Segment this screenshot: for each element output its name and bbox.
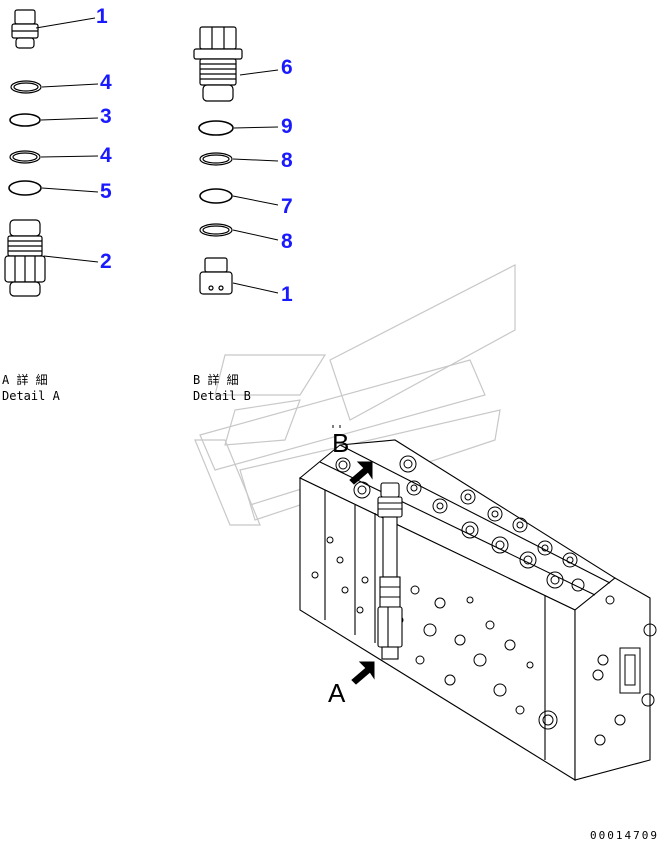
plug-part-1a <box>11 9 39 49</box>
o-ring-7 <box>199 188 233 204</box>
callout-b-7: 7 <box>281 195 293 218</box>
callout-a-4-upper: 4 <box>100 71 112 94</box>
o-ring-5 <box>8 180 42 196</box>
front-ports <box>311 536 657 746</box>
detail-b-parts <box>193 26 243 295</box>
detail-b-label-en: Detail B <box>193 389 251 403</box>
callout-a-2: 2 <box>100 250 112 273</box>
o-ring-3 <box>9 113 41 127</box>
o-ring-4a-inner <box>13 82 39 92</box>
view-letter-b: B <box>332 428 350 458</box>
valve-part-2 <box>4 219 46 297</box>
detail-a-leaders <box>35 17 99 263</box>
document-code: 00014709 <box>590 829 659 842</box>
o-ring-4b-inner <box>12 152 38 162</box>
detail-b-label-jp: B 詳 細 <box>193 373 239 387</box>
spool-assembly <box>377 482 403 660</box>
plug-part-1b <box>199 257 233 295</box>
callout-b-8-upper: 8 <box>281 149 293 172</box>
view-letter-a: A <box>328 678 346 708</box>
detail-a-label-en: Detail A <box>2 389 60 403</box>
callout-b-1: 1 <box>281 283 293 306</box>
valve-part-6 <box>193 26 243 102</box>
control-valve-block <box>298 439 651 781</box>
callout-a-3: 3 <box>100 105 112 128</box>
o-ring-8b-inner <box>202 225 230 235</box>
callout-a-4-lower: 4 <box>100 144 112 167</box>
watermark-logo <box>194 264 516 526</box>
callout-a-5: 5 <box>100 180 112 203</box>
detail-a-label-jp: A 詳 細 <box>2 373 48 387</box>
callout-a-1: 1 <box>96 5 108 28</box>
callout-b-8-lower: 8 <box>281 230 293 253</box>
detail-b-leaders <box>232 69 279 294</box>
view-arrows <box>332 425 375 685</box>
detail-a-parts <box>4 9 46 297</box>
o-ring-8a-inner <box>202 154 230 164</box>
callout-b-6: 6 <box>281 56 293 79</box>
callout-b-9: 9 <box>281 115 293 138</box>
top-ports <box>335 455 615 605</box>
o-ring-9 <box>198 120 234 136</box>
